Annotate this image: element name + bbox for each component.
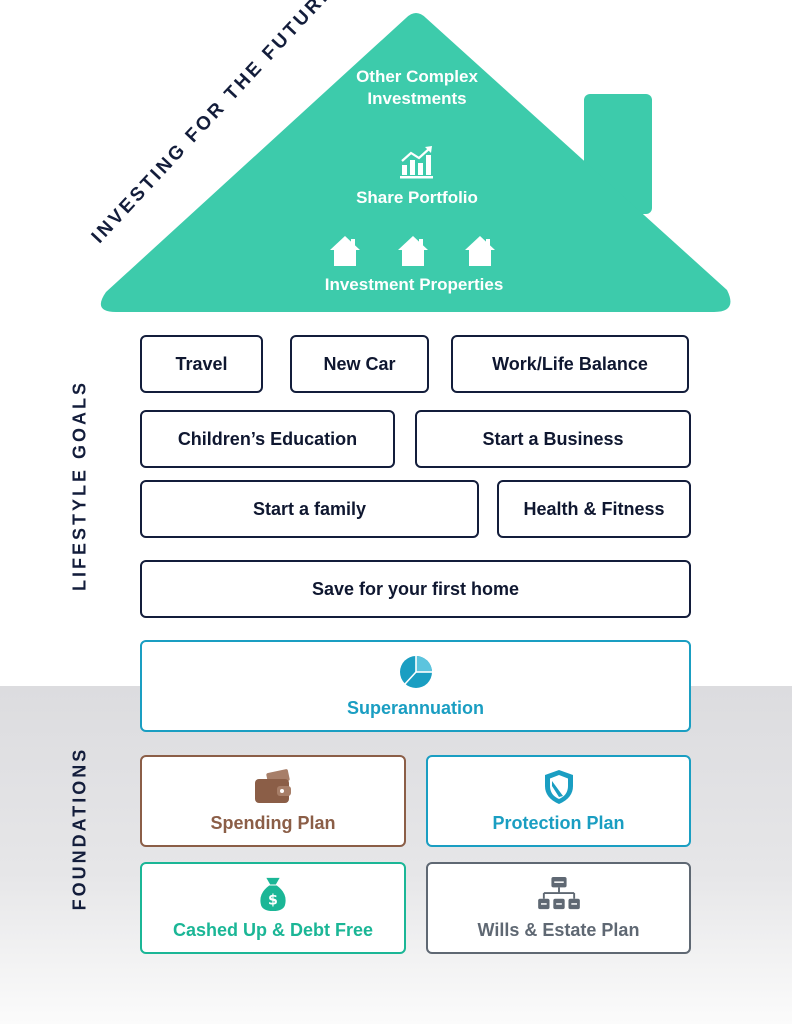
protection-plan-label: Protection Plan — [492, 812, 625, 833]
goal-health-fitness: Health & Fitness — [497, 480, 691, 538]
goal-save-first-home: Save for your first home — [140, 560, 691, 618]
house-icon — [398, 236, 428, 266]
cashed-up-label: Cashed Up & Debt Free — [172, 919, 374, 940]
pie-chart-icon — [399, 655, 432, 688]
spending-plan-label: Spending Plan — [210, 812, 336, 833]
share-portfolio: Share Portfolio — [356, 188, 478, 207]
spending-plan-box: Spending Plan — [140, 755, 406, 847]
wills-estate-box: Wills & Estate Plan — [426, 862, 691, 954]
roof — [100, 13, 731, 312]
org-chart-icon — [537, 876, 580, 909]
goal-travel: Travel — [140, 335, 263, 393]
foundations-background — [0, 686, 792, 1024]
svg-text:$: $ — [268, 892, 278, 908]
goal-start-a-family: Start a family — [140, 480, 479, 538]
foundations-label: FOUNDATIONS — [69, 746, 90, 911]
house-icon — [465, 236, 495, 266]
shield-icon — [544, 769, 573, 804]
goal-new-car: New Car — [290, 335, 429, 393]
wills-estate-label: Wills & Estate Plan — [477, 919, 640, 940]
house-icon — [330, 236, 360, 266]
goal-work-life-balance: Work/Life Balance — [451, 335, 689, 393]
chart-growth-icon — [400, 146, 433, 179]
goal-start-a-business: Start a Business — [415, 410, 691, 468]
roof-shape — [100, 13, 731, 312]
investment-properties: Investment Properties — [324, 275, 504, 294]
protection-plan-box: Protection Plan — [426, 755, 691, 847]
other-complex-investments: Other Complex Investments — [356, 67, 478, 108]
wallet-icon — [255, 768, 291, 803]
superannuation-box: Superannuation — [140, 640, 691, 732]
superannuation-label: Superannuation — [346, 697, 484, 718]
lifestyle-goals-label: LIFESTYLE GOALS — [69, 380, 90, 592]
goal-childrens-education: Children’s Education — [140, 410, 395, 468]
cashed-up-box: $ Cashed Up & Debt Free — [140, 862, 406, 954]
money-bag-icon: $ — [260, 877, 286, 911]
